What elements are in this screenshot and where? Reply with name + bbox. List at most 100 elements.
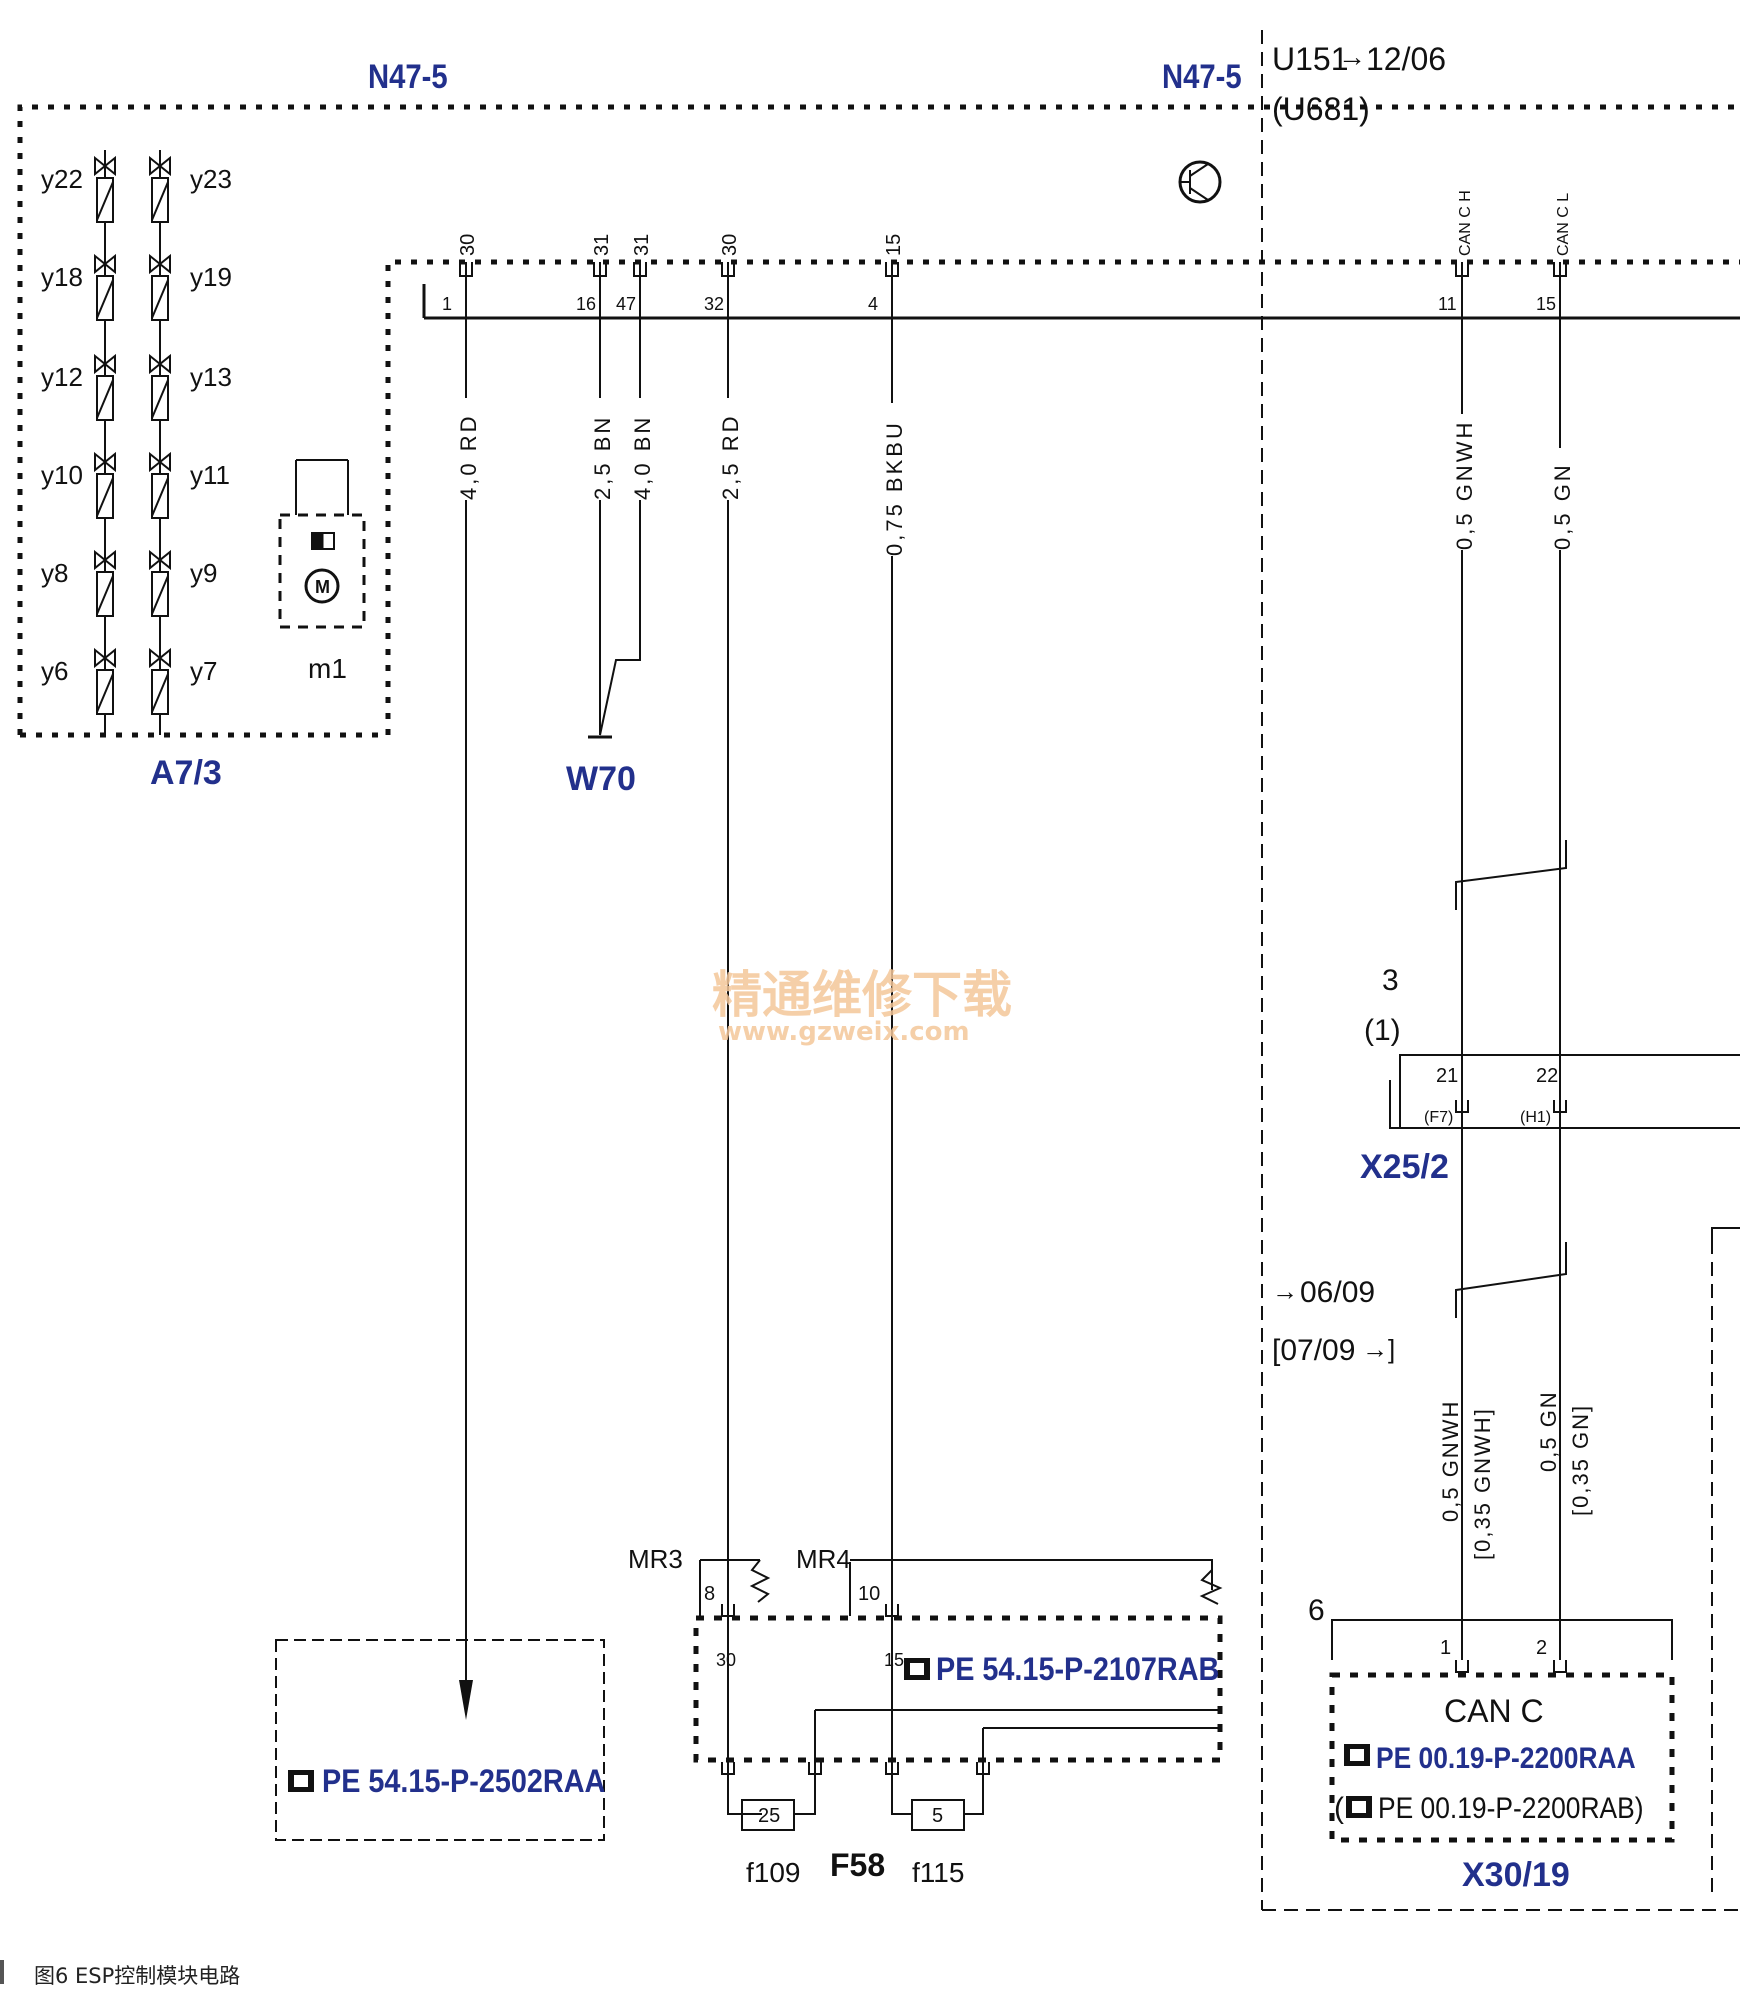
can-block-title: CAN C bbox=[1444, 1693, 1544, 1729]
valve-y9: y9 bbox=[149, 549, 217, 617]
arrow-right-icon: →] bbox=[1362, 1334, 1395, 1364]
fuse-box-f58-frame bbox=[693, 1615, 1223, 1763]
reference-3: PE 00.19-P-2200RAA bbox=[1376, 1740, 1636, 1774]
arrow-right-icon: → bbox=[1338, 41, 1366, 72]
pin-terminal: 30 bbox=[457, 234, 479, 256]
fuse-f109-label: f109 bbox=[746, 1857, 801, 1888]
caption-bar bbox=[0, 1960, 4, 1984]
n47-module-frame-bottom bbox=[20, 259, 1740, 738]
valve-group: y22 y23 y18 y19 y12 y13 y10 y11 y8 y9 y6 y7 bbox=[41, 155, 232, 715]
pin-number: 4 bbox=[868, 294, 878, 314]
twisted-pair-lower bbox=[1455, 1242, 1567, 1318]
valve-label: y7 bbox=[190, 656, 217, 686]
valve-label: y12 bbox=[41, 362, 83, 392]
mr4-label: MR4 bbox=[796, 1544, 851, 1574]
x25-connector-frame bbox=[1399, 1054, 1740, 1129]
wire-label-lower-gn: 0,5 GN bbox=[1536, 1390, 1561, 1472]
valve-label: y10 bbox=[41, 460, 83, 490]
variant-u681: (U681) bbox=[1272, 91, 1370, 127]
valve-label: y23 bbox=[190, 164, 232, 194]
valve-label: y9 bbox=[190, 558, 217, 588]
arrow-right-icon: → bbox=[1272, 1276, 1298, 1306]
wire-label: 0,75 BKBU bbox=[882, 420, 907, 556]
f58-pin-30: 30 bbox=[716, 1650, 736, 1670]
reference-1: PE 54.15-P-2502RAA bbox=[322, 1764, 605, 1800]
pin-4: 15 4 0,75 BKBU bbox=[868, 234, 907, 556]
motor-m1-symbol bbox=[304, 568, 340, 604]
x25-connector-sub: (1) bbox=[1364, 1014, 1401, 1047]
valve-y10: y10 bbox=[41, 451, 116, 519]
n47-module-frame bbox=[17, 104, 1740, 735]
mr3-pin: 8 bbox=[704, 1583, 715, 1605]
caption-text: 图6 ESP控制模块电路 bbox=[34, 1964, 241, 1988]
valve-label: y19 bbox=[190, 262, 232, 292]
motor-m1-frame bbox=[278, 513, 366, 629]
mr4-pin: 10 bbox=[858, 1583, 880, 1605]
module-n47-right: N47-5 bbox=[1162, 57, 1242, 96]
motor-m1-label: m1 bbox=[308, 653, 347, 684]
wire-label: 2,5 RD bbox=[718, 414, 743, 500]
pin-number: 32 bbox=[704, 294, 724, 314]
valve-label: y8 bbox=[41, 558, 68, 588]
pin-number: 47 bbox=[616, 294, 636, 314]
wire-label: 0,5 GNWH bbox=[1452, 420, 1477, 550]
pin-32: 30 32 2,5 RD bbox=[704, 234, 743, 500]
valve-y13: y13 bbox=[149, 353, 232, 421]
valve-label: y6 bbox=[41, 656, 68, 686]
pin-terminal: 15 bbox=[883, 234, 905, 256]
valve-y6: y6 bbox=[41, 647, 116, 715]
x25-pin-22: 22 bbox=[1536, 1065, 1558, 1087]
pin-number: 15 bbox=[1536, 294, 1556, 314]
x25-connector-number: 3 bbox=[1382, 964, 1399, 997]
reference-box-left bbox=[275, 1639, 605, 1841]
can-block-number: 6 bbox=[1308, 1594, 1325, 1627]
valve-y8: y8 bbox=[41, 549, 116, 617]
figure-caption: 图6 ESP控制模块电路 bbox=[0, 1950, 1764, 1996]
document-reference-icon bbox=[288, 1770, 314, 1792]
valve-y7: y7 bbox=[149, 647, 217, 715]
variant-date-b: [07/09 bbox=[1272, 1334, 1355, 1367]
wire-label: 4,0 BN bbox=[630, 415, 655, 500]
valve-y12: y12 bbox=[41, 353, 116, 421]
valve-y18: y18 bbox=[41, 253, 116, 321]
can-block-pin-1: 1 bbox=[1440, 1637, 1451, 1659]
pin-terminal: CAN C L bbox=[1555, 193, 1572, 256]
module-w70: W70 bbox=[566, 760, 636, 798]
valve-y11: y11 bbox=[149, 451, 230, 519]
x25-pin-22-code: (H1) bbox=[1520, 1109, 1551, 1126]
valve-y22: y22 bbox=[41, 155, 116, 223]
mr4-line bbox=[850, 1559, 1213, 1590]
document-reference-icon bbox=[1346, 1796, 1372, 1818]
module-x25-2: X25/2 bbox=[1360, 1148, 1449, 1186]
pin-number: 16 bbox=[576, 294, 596, 314]
fuse-f115-label: f115 bbox=[912, 1857, 964, 1888]
module-n47-left: N47-5 bbox=[368, 57, 448, 96]
twisted-pair-upper bbox=[1455, 840, 1567, 910]
module-x30-19: X30/19 bbox=[1462, 1856, 1570, 1894]
f58-pin-15: 15 bbox=[884, 1650, 904, 1670]
reference-4-prefix: ( bbox=[1334, 1792, 1344, 1825]
module-a73: A7/3 bbox=[150, 754, 222, 792]
document-reference-icon bbox=[1344, 1744, 1370, 1766]
watermark-url: www.gzweix.com bbox=[718, 1017, 970, 1047]
x25-pin-21-code: (F7) bbox=[1424, 1109, 1453, 1126]
valve-label: y13 bbox=[190, 362, 232, 392]
pin-number: 1 bbox=[442, 294, 452, 314]
valve-label: y18 bbox=[41, 262, 83, 292]
pin-terminal: 30 bbox=[719, 234, 741, 256]
mr3-label: MR3 bbox=[628, 1544, 683, 1574]
can-block-pin-2: 2 bbox=[1536, 1637, 1547, 1659]
motor-m1-glyph: M bbox=[315, 577, 330, 597]
variant-date-a: 06/09 bbox=[1300, 1276, 1375, 1309]
can-c-connector-frame bbox=[1329, 1672, 1675, 1843]
valve-label: y11 bbox=[190, 460, 230, 490]
valve-label: y22 bbox=[41, 164, 83, 194]
pin-terminal: 31 bbox=[591, 234, 613, 256]
pin-number: 11 bbox=[1438, 294, 1457, 314]
watermark-cn: 精通维修下载 bbox=[712, 965, 1012, 1024]
